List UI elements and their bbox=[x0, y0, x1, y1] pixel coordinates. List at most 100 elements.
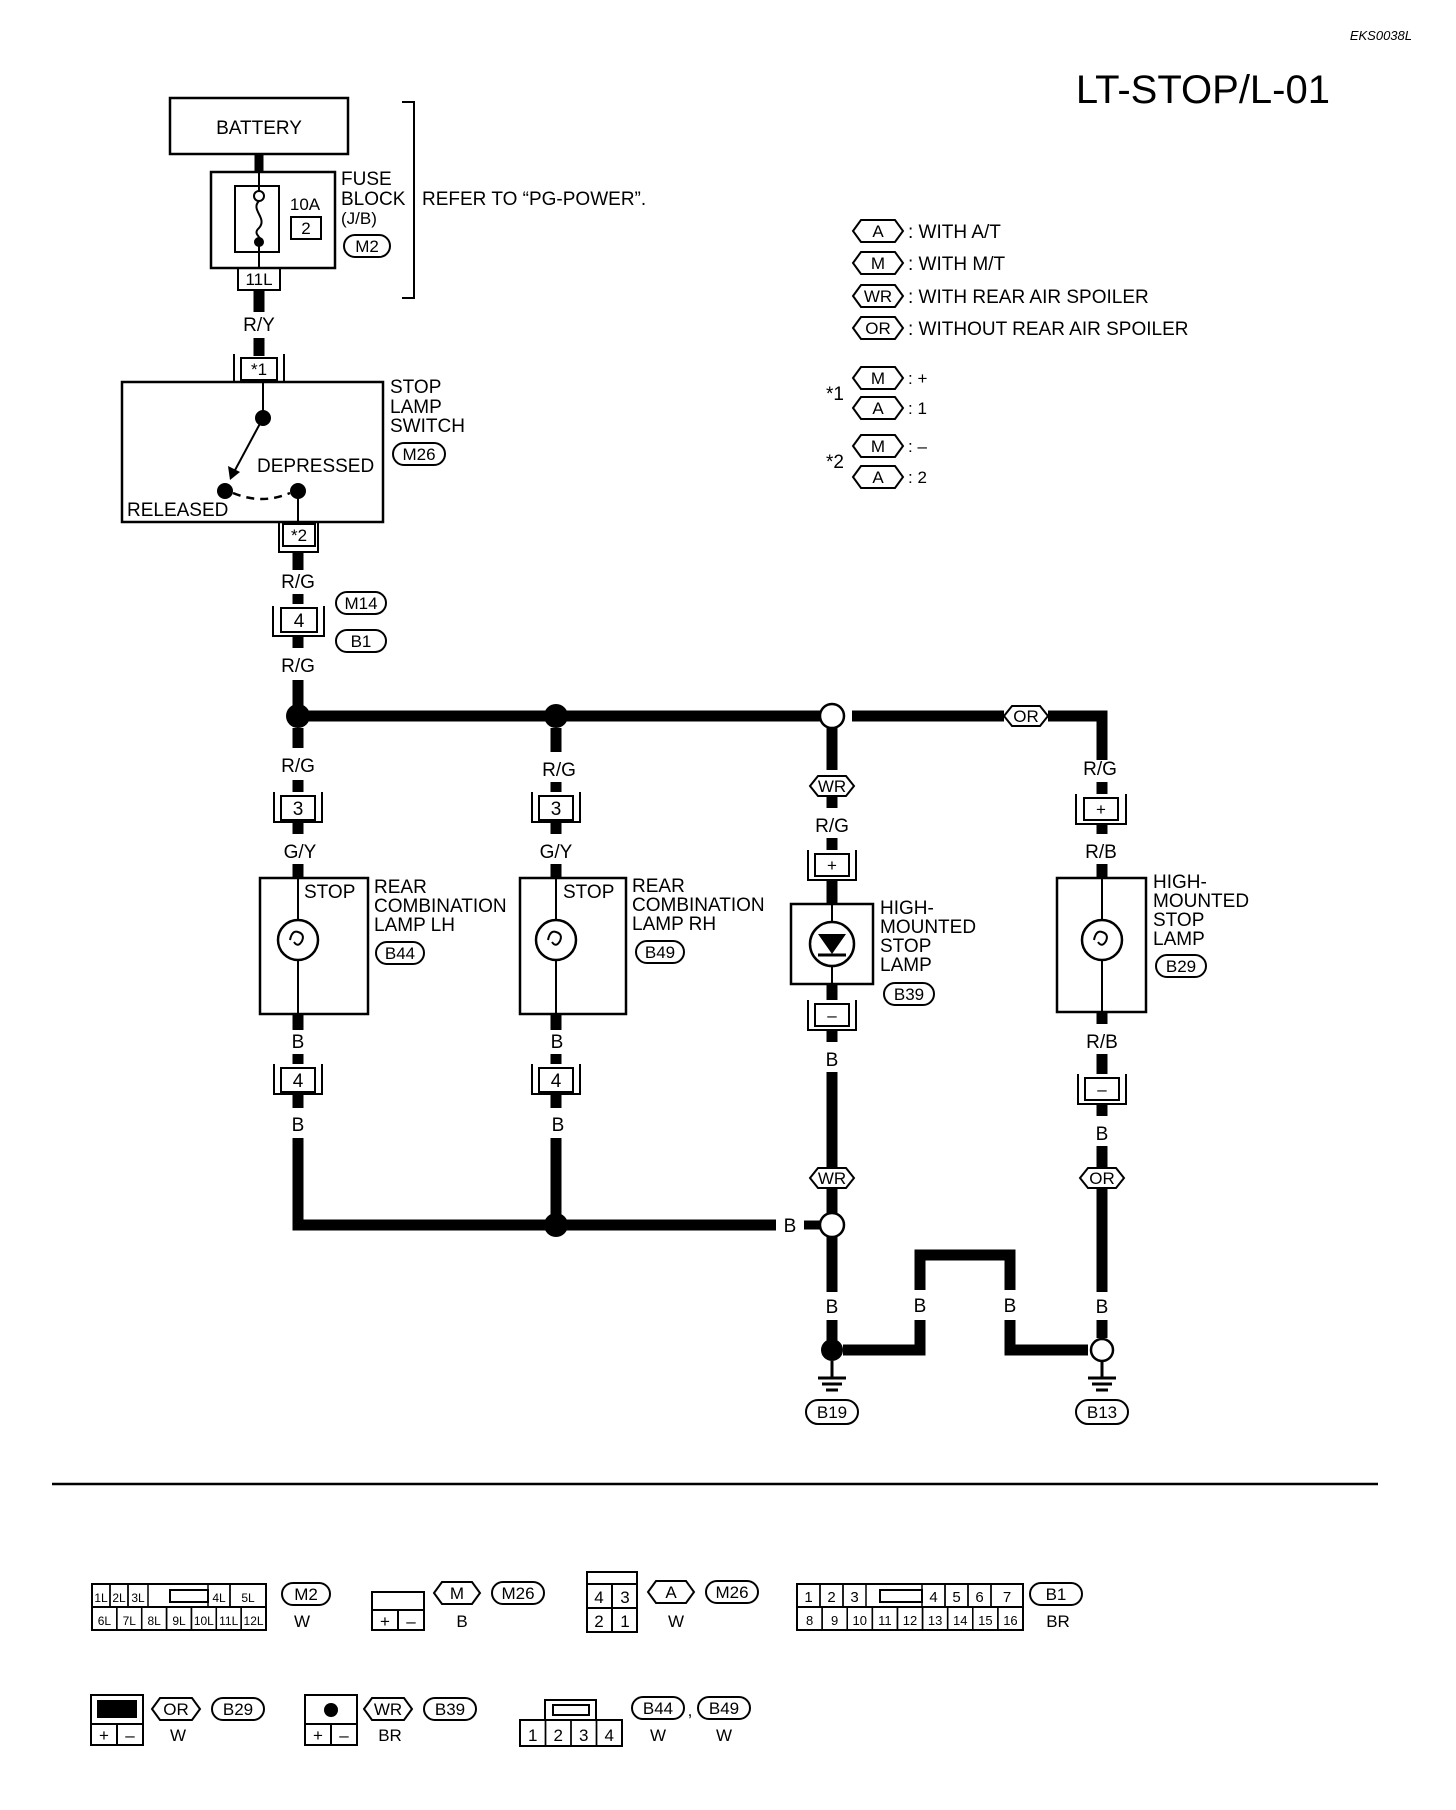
hmwr-term-in-box bbox=[814, 853, 850, 877]
switch-depressed-label: DEPRESSED bbox=[257, 456, 374, 477]
switch-terminal-out-box bbox=[282, 523, 316, 547]
switch-terminal-in-box bbox=[240, 357, 278, 381]
lamp-hmor-connector-badge bbox=[1155, 954, 1207, 978]
connector-b44-pin-1: 1 bbox=[528, 1726, 537, 1745]
connector-b29-pin-2: – bbox=[125, 1726, 135, 1745]
hmwr-term-out: – bbox=[827, 1006, 837, 1025]
lamp-lh-label-3: LAMP LH bbox=[374, 915, 455, 936]
connector-m26-at-pin-4: 4 bbox=[594, 1588, 603, 1607]
wire-lh-ground-run bbox=[292, 1138, 556, 1231]
lamp-lh-label-2: COMBINATION bbox=[374, 896, 507, 917]
wire-lh-gy-label: G/Y bbox=[284, 842, 317, 863]
lamp-lh-connector-badge bbox=[375, 941, 425, 965]
legend-star1-a: : 1 bbox=[908, 399, 927, 418]
connector-m2-pin-1L: 1L bbox=[94, 1591, 108, 1605]
lamp-lh-stop: STOP bbox=[304, 882, 355, 903]
connector-b29-tag-text: OR bbox=[163, 1700, 189, 1719]
diagram-title: LT-STOP/L-01 bbox=[1076, 68, 1330, 112]
wire-gx-left bbox=[843, 1320, 926, 1356]
legend-star1-a-tag-text: A bbox=[872, 399, 884, 418]
connector-b49-color: W bbox=[716, 1726, 732, 1745]
connector-m2-pin-7L: 7L bbox=[123, 1614, 137, 1628]
connector-m2-color: W bbox=[294, 1612, 310, 1631]
wire-rh-b-label-2: B bbox=[552, 1115, 565, 1136]
connector-m26-at-pin-1: 1 bbox=[620, 1612, 629, 1631]
connector-b39-id: B39 bbox=[435, 1700, 465, 1719]
connector-b39-pin-2: – bbox=[339, 1726, 349, 1745]
connector-m2-lock bbox=[169, 1589, 209, 1603]
battery-label: BATTERY bbox=[216, 118, 302, 139]
connector-b1-pin-11: 11 bbox=[878, 1613, 892, 1628]
option-or-lower: OR bbox=[1089, 1169, 1115, 1188]
ground-b13-id: B13 bbox=[1087, 1403, 1117, 1422]
connector-b1-pin-9: 9 bbox=[831, 1613, 838, 1628]
switch-label-2: LAMP bbox=[390, 397, 442, 418]
connector-m2-pin-3L: 3L bbox=[131, 1591, 145, 1605]
connector-b1-lock bbox=[879, 1589, 923, 1603]
splice-ground-wr bbox=[818, 1211, 846, 1239]
fuse-terminal-top bbox=[253, 190, 265, 202]
joint-connector-id-2: B1 bbox=[351, 632, 372, 651]
connector-b44-separator: , bbox=[688, 1701, 693, 1720]
connector-m2-pin-4L: 4L bbox=[212, 1591, 226, 1605]
fuse-number: 2 bbox=[301, 219, 310, 238]
wire-hmwr-rg-label: R/G bbox=[815, 816, 849, 837]
lamp-rh-stop: STOP bbox=[563, 882, 614, 903]
connector-m26-mt-color: B bbox=[456, 1612, 467, 1631]
ground-b13-splice bbox=[1089, 1337, 1115, 1363]
hmwr-term-in: + bbox=[827, 856, 837, 875]
connector-m2-badge bbox=[281, 1582, 331, 1606]
connector-m26-at-id: M26 bbox=[715, 1583, 748, 1602]
legend-star1-m-tag-text: M bbox=[871, 369, 885, 388]
rh-term-in: 3 bbox=[551, 799, 562, 820]
ground-b19-id: B19 bbox=[817, 1403, 847, 1422]
joint-connector-id-1: M14 bbox=[344, 594, 377, 613]
connector-b1-id: B1 bbox=[1046, 1585, 1067, 1604]
legend-star2-m-tag-text: M bbox=[871, 437, 885, 456]
fuse-number-box bbox=[290, 216, 322, 240]
option-wr-tag-upper bbox=[808, 775, 856, 797]
rh-term-out-box bbox=[538, 1067, 574, 1093]
connector-b1-pin-8: 8 bbox=[806, 1613, 813, 1628]
joint-connector-badge-2 bbox=[335, 629, 387, 653]
wire-hmor-rg-label: R/G bbox=[1083, 759, 1117, 780]
connector-b49-id: B49 bbox=[709, 1699, 739, 1718]
connector-b39-lock bbox=[324, 1703, 338, 1717]
switch-arrow-icon bbox=[228, 466, 240, 480]
splice-ground bbox=[544, 1213, 568, 1237]
legend-star2-m: : – bbox=[908, 437, 927, 456]
connector-b1-pin-14: 14 bbox=[953, 1613, 967, 1628]
joint-connector-badge-1 bbox=[335, 591, 387, 615]
lamp-hmor-label-4: LAMP bbox=[1153, 929, 1205, 950]
option-or-tag-bus bbox=[1002, 705, 1050, 727]
switch-connector-id: M26 bbox=[402, 445, 435, 464]
wire-rg-label-1: R/G bbox=[281, 572, 315, 593]
wire-gx-label-right: B bbox=[1004, 1296, 1017, 1317]
connector-b1-pin-4: 4 bbox=[929, 1589, 937, 1606]
wire-ry-label: R/Y bbox=[243, 315, 275, 336]
legend-m-text: : WITH M/T bbox=[908, 254, 1005, 275]
legend-tag-m bbox=[851, 251, 905, 275]
option-wr-lower: WR bbox=[818, 1169, 846, 1188]
wire-g2-label: B bbox=[1096, 1297, 1109, 1318]
switch-terminal-in: *1 bbox=[251, 360, 267, 379]
connector-b29-color: W bbox=[170, 1726, 186, 1745]
connector-b1-color: BR bbox=[1046, 1612, 1070, 1631]
legend-star2: *2 bbox=[826, 452, 844, 473]
wire-rh-gy-label: G/Y bbox=[540, 842, 573, 863]
wire-hmor-rb-label-1: R/B bbox=[1085, 842, 1117, 863]
connector-b1-pin-6: 6 bbox=[975, 1589, 983, 1606]
connector-b44-pin-4: 4 bbox=[605, 1726, 614, 1745]
legend-or-text: : WITHOUT REAR AIR SPOILER bbox=[908, 319, 1188, 340]
switch-released-contact bbox=[217, 483, 233, 499]
connector-b1-pin-10: 10 bbox=[853, 1613, 867, 1628]
option-or-tag-lower bbox=[1078, 1167, 1126, 1189]
connector-b1-pin-12: 12 bbox=[903, 1613, 917, 1628]
rh-term-out: 4 bbox=[551, 1071, 562, 1092]
connector-b44-color: W bbox=[650, 1726, 666, 1745]
legend-star1-m-tag bbox=[851, 366, 905, 390]
rh-term-in-box bbox=[538, 795, 574, 821]
option-or-bus: OR bbox=[1013, 707, 1039, 726]
